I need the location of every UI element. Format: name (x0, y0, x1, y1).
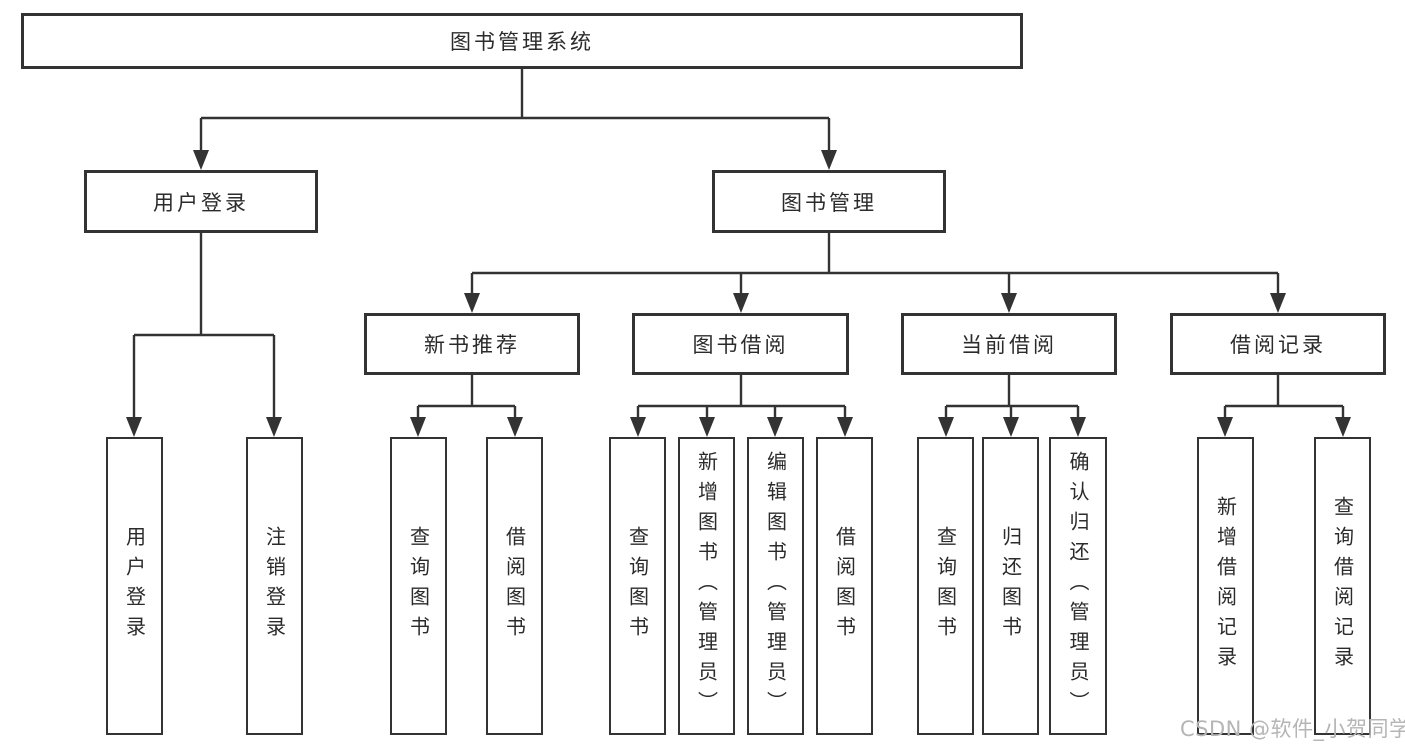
leaf-query-borrow-record: 查询借阅记录 (1314, 437, 1371, 735)
leaf-logout-label: 注销登录 (262, 526, 287, 646)
leaf-edit-book-admin: 编辑图书（管理员） (747, 437, 804, 735)
node-book-management-group-label: 图书管理 (781, 190, 877, 215)
node-borrowing-records-label: 借阅记录 (1230, 333, 1326, 357)
leaf-query-books-1: 查询图书 (390, 437, 447, 735)
node-root-label: 图书管理系统 (450, 30, 594, 54)
leaf-query-books-1-label: 查询图书 (406, 526, 431, 646)
leaf-add-borrow-record-label: 新增借阅记录 (1213, 496, 1238, 676)
node-book-borrowing: 图书借阅 (632, 313, 849, 375)
leaf-query-books-3: 查询图书 (917, 437, 974, 735)
leaf-add-book-admin-label: 新增图书（管理员） (694, 451, 719, 721)
leaf-edit-book-admin-label: 编辑图书（管理员） (763, 451, 788, 721)
leaf-add-book-admin: 新增图书（管理员） (678, 437, 735, 735)
node-book-borrowing-label: 图书借阅 (692, 333, 789, 357)
leaf-query-books-2-label: 查询图书 (625, 526, 650, 646)
node-borrowing-records: 借阅记录 (1170, 313, 1386, 375)
leaf-confirm-return-admin: 确认归还（管理员） (1049, 437, 1107, 735)
leaf-borrow-books-2: 借阅图书 (816, 437, 873, 735)
leaf-user-login-label: 用户登录 (122, 526, 147, 646)
leaf-borrow-books-1-label: 借阅图书 (502, 526, 527, 646)
leaf-query-borrow-record-label: 查询借阅记录 (1330, 496, 1355, 676)
node-current-borrowing-label: 当前借阅 (961, 333, 1057, 357)
node-new-book-recommend: 新书推荐 (364, 313, 580, 375)
leaf-return-book-label: 归还图书 (998, 526, 1023, 646)
leaf-borrow-books-2-label: 借阅图书 (832, 526, 857, 646)
node-user-login-group: 用户登录 (84, 170, 318, 233)
leaf-logout: 注销登录 (246, 437, 303, 735)
leaf-confirm-return-admin-label: 确认归还（管理员） (1066, 451, 1090, 721)
leaf-query-books-2: 查询图书 (609, 437, 666, 735)
leaf-return-book: 归还图书 (982, 437, 1039, 735)
leaf-add-borrow-record: 新增借阅记录 (1197, 437, 1254, 735)
node-book-management-group: 图书管理 (712, 170, 946, 233)
leaf-user-login: 用户登录 (106, 437, 163, 735)
node-new-book-recommend-label: 新书推荐 (424, 333, 520, 357)
node-current-borrowing: 当前借阅 (901, 313, 1117, 375)
leaf-borrow-books-1: 借阅图书 (486, 437, 543, 735)
node-root: 图书管理系统 (21, 13, 1023, 69)
node-user-login-group-label: 用户登录 (153, 190, 249, 215)
leaf-query-books-3-label: 查询图书 (933, 526, 958, 646)
csdn-watermark: CSDN @软件_小贺同学 (1180, 717, 1405, 741)
